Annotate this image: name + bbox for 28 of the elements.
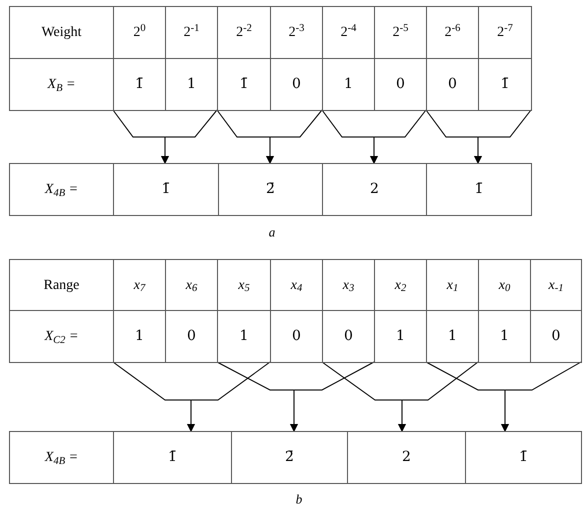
arrow <box>501 362 582 432</box>
table-cell: 1̄ <box>113 163 219 216</box>
arrow <box>187 362 270 432</box>
table-cell: 2̄ <box>231 431 348 484</box>
table-cell: 1̄ <box>478 58 532 111</box>
table-cell: Range <box>9 259 114 311</box>
table-cell: 2$^{-7}$ <box>478 6 532 59</box>
table-cell: 1̄ <box>465 431 582 484</box>
table-cell: x$_{-1}$ <box>530 259 582 311</box>
table-cell: X$_{4B}$ = <box>9 431 114 484</box>
table-cell: 2 <box>347 431 466 484</box>
arrow <box>290 362 374 432</box>
table-cell: 1̄ <box>113 431 232 484</box>
table-cell: 2 <box>322 163 427 216</box>
table-cell: 2̄ <box>218 163 323 216</box>
arrow <box>398 362 478 432</box>
table-cell: X$_{C2}$ = <box>9 310 114 363</box>
table-cell: 1̄ <box>426 163 532 216</box>
arrow <box>161 110 218 164</box>
table-cell: X$_{4B}$ = <box>9 163 114 216</box>
arrow <box>474 110 532 164</box>
arrow <box>266 110 322 164</box>
figure-caption: b <box>296 492 302 506</box>
arrow <box>370 110 426 164</box>
table-cell: Weight <box>9 6 114 59</box>
table-cell: X$_{B}$ = <box>9 58 114 111</box>
figure-caption: a <box>268 226 276 238</box>
table-cell: 0 <box>530 310 582 363</box>
